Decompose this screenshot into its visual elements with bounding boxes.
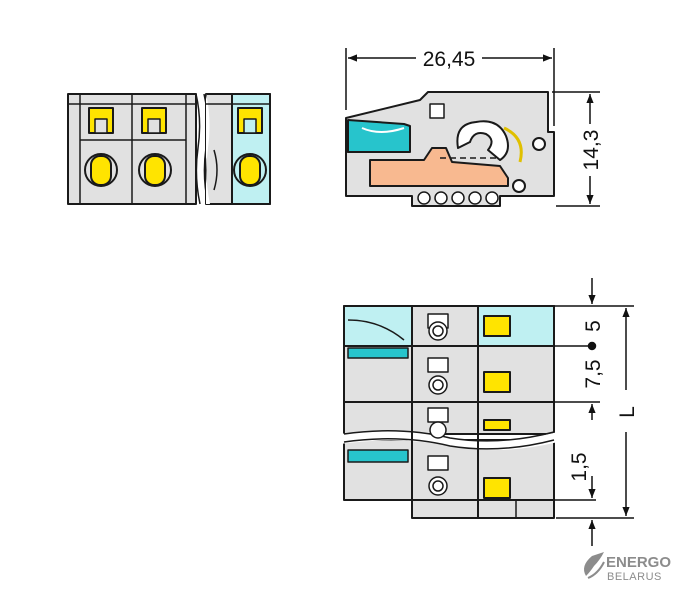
top-actuator-3 [483, 419, 511, 431]
side-spring [456, 120, 509, 161]
side-coding-holes [417, 191, 499, 205]
width-label: 26,45 [423, 48, 476, 71]
side-pin-top [532, 137, 546, 151]
side-view [345, 91, 555, 207]
top-entries [427, 313, 449, 496]
offset-label: 1,5 [568, 452, 591, 481]
top-pole-3 [343, 401, 555, 435]
side-pin-bottom [512, 179, 526, 193]
logo-line-2: BELARUS [607, 571, 662, 583]
top-pole-4 [343, 439, 555, 501]
pitch-b-label: 7,5 [582, 359, 605, 388]
top-actuator-4 [483, 477, 511, 499]
front-entry-2 [144, 155, 166, 186]
pitch-a-label: 5 [582, 320, 605, 332]
top-view [340, 305, 558, 519]
top-rail [411, 499, 555, 519]
front-view [67, 93, 271, 205]
front-entry-1 [90, 155, 112, 186]
energo-belarus-logo: ENERGO BELARUS [584, 552, 671, 583]
height-dimension [552, 91, 600, 207]
top-actuator-2 [483, 371, 511, 393]
top-view-dimensions [554, 278, 634, 546]
width-dimension [345, 48, 555, 126]
side-contact [369, 147, 509, 187]
logo-icon [584, 552, 604, 576]
top-actuator-1 [483, 315, 511, 337]
side-button [347, 119, 411, 153]
height-label: 14,3 [580, 130, 603, 171]
length-label: L [616, 406, 639, 418]
logo-line-1: ENERGO [606, 554, 671, 571]
top-break [340, 430, 558, 451]
